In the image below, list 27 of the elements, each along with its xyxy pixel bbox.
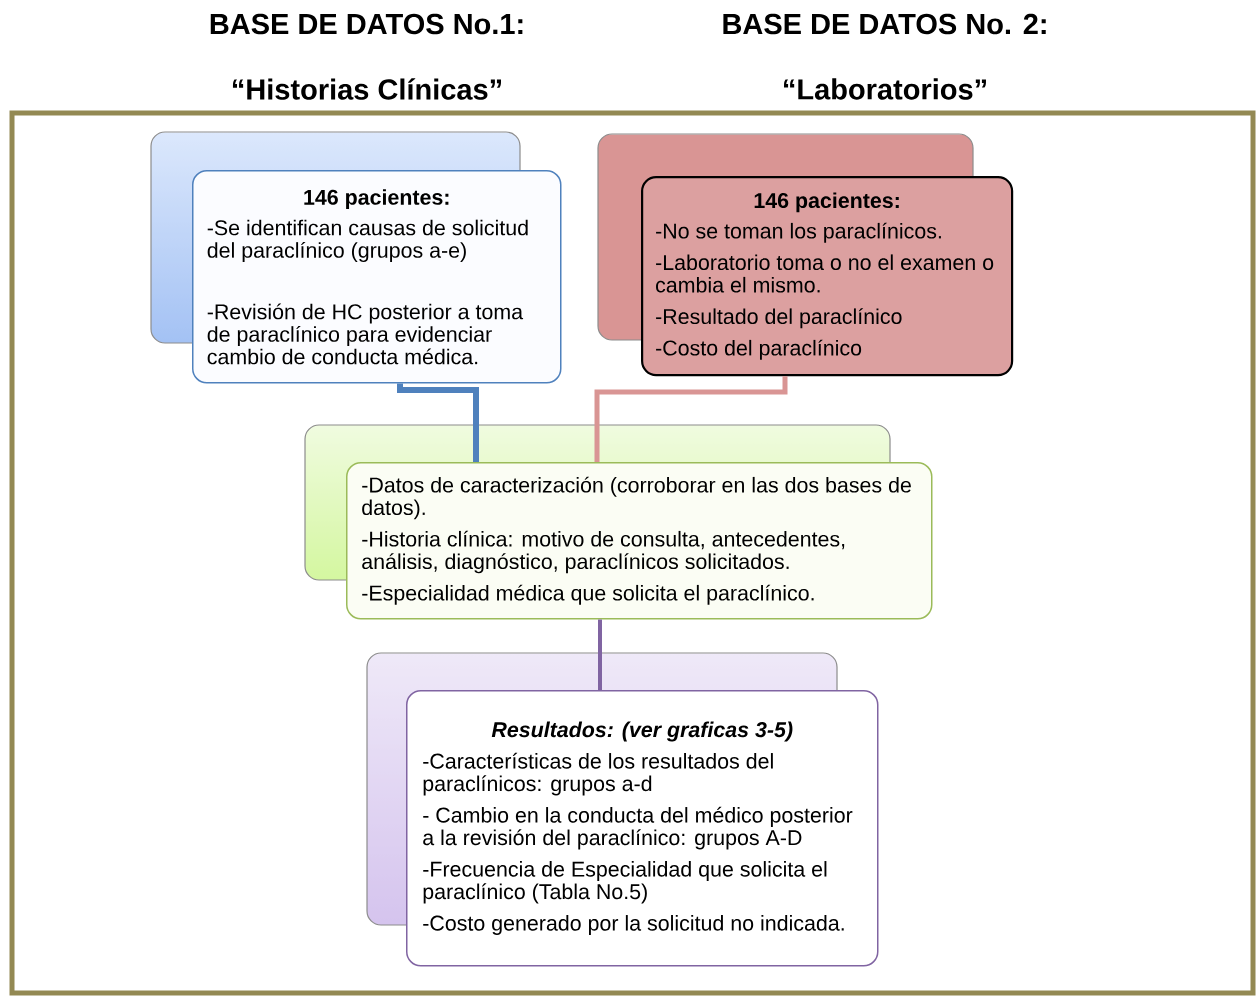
card-text: -Se identifican causas de solicitud del paraclínico (grupos a-e) [207,219,528,263]
card-text: -Resultado del paraclínico [656,308,902,329]
card-text: -No se toman los paraclínicos. [656,222,941,243]
text-card [406,690,879,967]
text-card [641,176,1014,377]
card-text: -Laboratorio toma o no el examen o cambia el mismo. [656,254,994,293]
text-card [346,462,933,620]
card-text: - Cambio en la conducta del médico posterior a la revisión del paraclínico: grupos A-D [423,806,853,850]
card-text: -Frecuencia de Especialidad que solicita el paraclínico (Tabla No.5) [423,861,827,904]
card-text: -Historia clínica: motivo de consulta, antecedentes, análisis, diagnóstico, paraclínicos solicitados. [362,530,845,574]
heading: BASE DE DATOS No.1: [210,13,523,35]
connector-line [594,376,788,462]
card-heading: 146 pacientes: [754,192,899,213]
card-text: -Especialidad médica que solicita el paraclínico. [362,584,814,605]
heading: “Historias Clínicas” [232,78,501,100]
card-heading: Resultados: (ver graficas 3-5) [491,721,793,742]
card-text: -Datos de caracterización (corroborar en las dos bases de datos). [362,476,911,520]
heading: “Laboratorios” [784,78,986,100]
heading: BASE DE DATOS No. 2: [723,13,1046,35]
card-text: -Costo del paraclínico [656,339,862,360]
card-text: -Revisión de HC posterior a toma de paraclínico para evidenciar cambio de conducta médica. [207,303,524,365]
connector-line [598,619,602,690]
text-card [192,170,562,384]
card-text: -Características de los resultados del paraclínicos: grupos a-d [423,752,773,796]
connector-line [397,383,479,462]
card-text: -Costo generado por la solicitud no indicada. [423,915,844,935]
card-heading: 146 pacientes: [304,189,449,210]
